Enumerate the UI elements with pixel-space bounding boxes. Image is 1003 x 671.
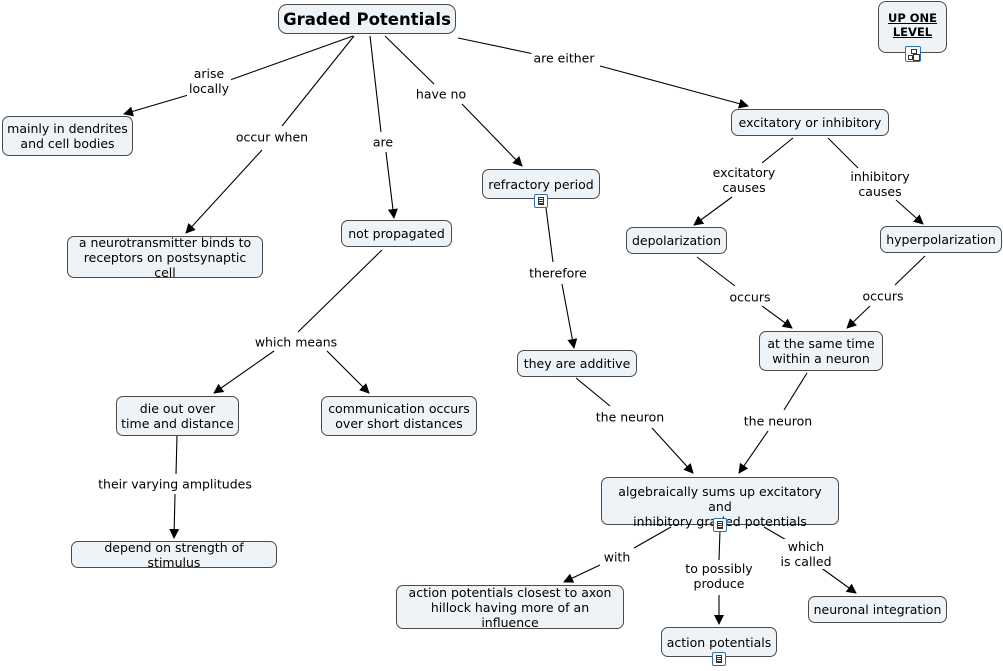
link-line <box>369 35 382 133</box>
up-one-level-label: UP ONE <box>887 11 938 25</box>
link-arrow <box>651 427 694 474</box>
concept-at-same-time[interactable]: at the same time within a neuron <box>759 331 883 371</box>
link-line <box>827 137 859 169</box>
link-label-occurs: occurs <box>727 289 773 305</box>
concept-label: hyperpolarization <box>886 232 996 247</box>
concept-graded-potentials[interactable]: Graded Potentials <box>278 4 456 34</box>
link-arrow <box>895 199 924 225</box>
concept-label: action potentials <box>666 634 772 650</box>
concept-label: they are additive <box>523 356 631 371</box>
link-label-excitatory-causes: excitatory causes <box>710 165 778 195</box>
concept-label: receptors on postsynaptic cell <box>83 249 247 280</box>
map-hierarchy-icon[interactable] <box>905 46 921 62</box>
concept-label: within a neuron <box>772 351 870 366</box>
link-arrow <box>563 564 601 583</box>
concept-label: refractory period <box>488 176 594 192</box>
link-arrow <box>169 493 180 539</box>
link-label-the-neuron: the neuron <box>593 409 667 425</box>
concept-label: algebraically sums up excitatory and <box>618 484 822 514</box>
link-arrow <box>846 305 871 329</box>
link-line <box>894 255 926 286</box>
link-label-are-either: are either <box>531 50 597 66</box>
concept-label: depolarization <box>631 233 722 248</box>
link-label-which-means: which means <box>252 334 340 350</box>
link-line <box>457 37 535 55</box>
link-arrow <box>123 92 196 117</box>
link-arrow <box>326 350 370 394</box>
concept-communication[interactable]: communication occurs over short distance… <box>321 396 477 436</box>
link-line <box>633 526 672 549</box>
concept-label: hillock having more of an influence <box>430 599 590 630</box>
link-label-with: with <box>601 549 633 565</box>
link-arrow <box>461 103 523 167</box>
link-line <box>545 207 554 263</box>
concept-label: excitatory or inhibitory <box>738 115 882 130</box>
link-arrow <box>213 350 275 394</box>
link-line <box>575 377 611 407</box>
link-label-inhibitory-causes: inhibitory causes <box>848 169 912 199</box>
link-line <box>229 35 354 81</box>
link-line <box>696 256 736 287</box>
link-label-have-no: have no <box>413 86 469 102</box>
link-arrow <box>738 430 769 474</box>
link-line <box>761 137 794 164</box>
concept-label: and cell bodies <box>20 136 115 151</box>
concept-label: mainly in dendrites <box>7 121 128 136</box>
link-arrow <box>819 566 857 594</box>
concept-label: depend on strength of stimulus <box>104 539 244 570</box>
concept-label: communication occurs <box>328 401 470 416</box>
link-label-therefore: therefore <box>527 265 589 281</box>
concept-not-propagated[interactable]: not propagated <box>341 220 452 247</box>
link-label-occurs: occurs <box>860 288 906 304</box>
concept-die-out[interactable]: die out over time and distance <box>116 396 239 436</box>
concept-label: not propagated <box>348 226 445 241</box>
concept-dendrites[interactable]: mainly in dendrites and cell bodies <box>2 116 133 156</box>
link-label-arise-locally: arise locally <box>187 66 231 96</box>
link-arrow <box>693 196 733 226</box>
concept-they-are-additive[interactable]: they are additive <box>517 350 637 377</box>
link-line <box>783 372 808 411</box>
link-label-their-varying-amplitudes: their varying amplitudes <box>96 476 254 492</box>
link-line <box>297 249 383 333</box>
link-arrow <box>185 149 263 234</box>
concept-hyperpolarization[interactable]: hyperpolarization <box>880 226 1002 253</box>
concept-label: a neurotransmitter binds to <box>78 234 252 250</box>
link-arrow <box>761 305 793 329</box>
link-label-which-is-called: which is called <box>778 539 834 569</box>
document-icon[interactable] <box>534 194 548 208</box>
concept-neuronal-integration[interactable]: neuronal integration <box>808 596 947 623</box>
link-arrow <box>561 283 578 349</box>
concept-label: time and distance <box>121 416 234 431</box>
concept-label: action potentials closest to axon <box>408 584 612 600</box>
document-icon[interactable] <box>712 652 726 666</box>
link-line <box>175 435 178 475</box>
link-label-to-possibly-produce: to possibly produce <box>683 561 755 591</box>
concept-strength-of-stimulus[interactable]: depend on strength of stimulus <box>71 539 277 570</box>
link-label-occur-when: occur when <box>233 129 311 145</box>
concept-neurotransmitter[interactable]: a neurotransmitter binds to receptors on… <box>67 234 263 280</box>
concept-label: over short distances <box>335 416 463 431</box>
concept-label: Graded Potentials <box>283 9 451 29</box>
up-one-level-label: LEVEL <box>892 25 933 39</box>
link-line <box>718 529 721 561</box>
link-line <box>281 35 355 127</box>
concept-label: die out over <box>139 401 216 416</box>
concept-label: neuronal integration <box>813 602 942 617</box>
concept-depolarization[interactable]: depolarization <box>626 227 727 254</box>
link-line <box>384 35 435 85</box>
concept-excitatory-or-inhibitory[interactable]: excitatory or inhibitory <box>731 109 889 136</box>
link-label-are: are <box>370 134 396 150</box>
link-arrow <box>385 151 398 219</box>
concept-label: at the same time <box>767 336 875 351</box>
document-icon[interactable] <box>713 518 727 532</box>
link-line <box>763 526 789 542</box>
link-label-the-neuron: the neuron <box>741 413 815 429</box>
link-arrow <box>599 65 749 109</box>
concept-closest-to-axon-hillock[interactable]: action potentials closest to axon hilloc… <box>396 584 624 630</box>
